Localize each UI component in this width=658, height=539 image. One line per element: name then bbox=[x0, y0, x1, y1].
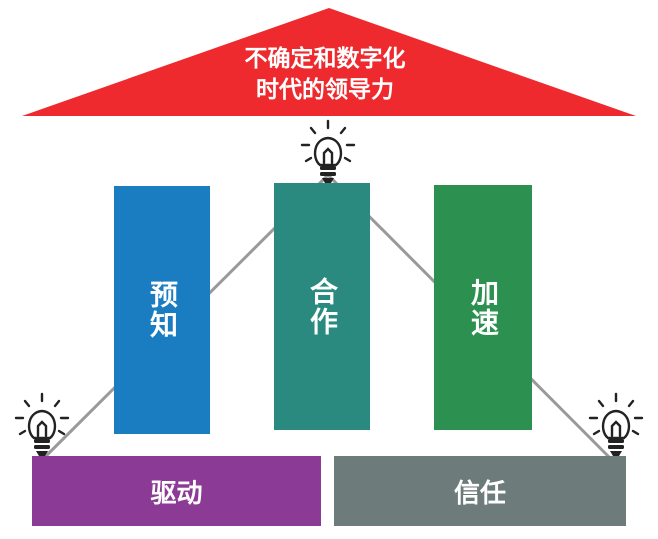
roof-title: 不确定和数字化 时代的领导力 bbox=[160, 44, 490, 106]
lightbulb-icon bbox=[300, 119, 356, 183]
lightbulb-icon bbox=[588, 392, 644, 456]
roof-triangle bbox=[22, 8, 636, 116]
pillar-foresight: 预知 bbox=[114, 186, 210, 434]
base-label: 驱动 bbox=[150, 478, 203, 509]
pillar-cooperation: 合作 bbox=[274, 183, 370, 430]
base-drive: 驱动 bbox=[32, 456, 321, 526]
roof-shape bbox=[22, 8, 636, 116]
roof-title-line1: 不确定和数字化 bbox=[244, 46, 406, 72]
pillar-label: 加速 bbox=[467, 277, 500, 338]
pillar-acceleration: 加速 bbox=[434, 185, 532, 430]
base-trust: 信任 bbox=[334, 456, 626, 526]
roof-title-line2: 时代的领导力 bbox=[256, 77, 394, 103]
pillar-label: 合作 bbox=[306, 276, 339, 337]
base-label: 信任 bbox=[453, 478, 506, 509]
lightbulb-icon bbox=[14, 392, 70, 456]
pillar-label: 预知 bbox=[146, 280, 179, 340]
